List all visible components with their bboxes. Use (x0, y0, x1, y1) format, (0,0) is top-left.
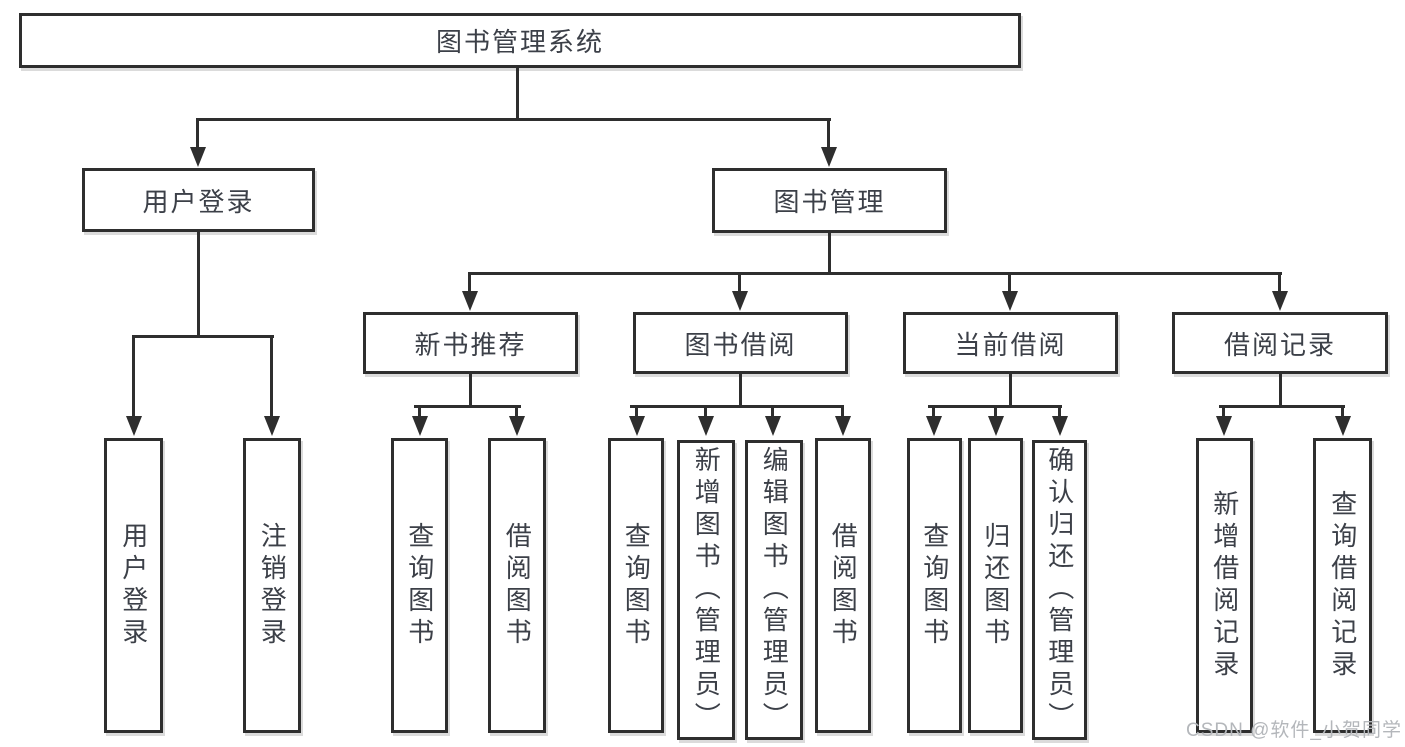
leaf-cur-return-books: 归还图书 (968, 438, 1023, 733)
leaf-logout-label: 注销登录 (257, 521, 288, 650)
leaf-record-query: 查询借阅记录 (1313, 438, 1372, 733)
leaf-bor-borrow-books: 借阅图书 (815, 438, 871, 733)
leaf-rec-borrow-books: 借阅图书 (488, 438, 546, 733)
node-record-label: 借阅记录 (1223, 329, 1336, 360)
arrow-to-current (1002, 272, 1018, 311)
leaf-user-login-label: 用户登录 (118, 521, 149, 650)
arrow-to-leaf-logout (264, 335, 280, 436)
connector-recommend-stem (469, 374, 472, 405)
leaf-bor-query-books-label: 查询图书 (621, 521, 652, 650)
arrow-to-user-login (190, 118, 206, 167)
leaf-cur-query-books: 查询图书 (907, 438, 962, 733)
arrow-cur-return (988, 405, 1004, 436)
leaf-rec-query-books-label: 查询图书 (404, 521, 435, 650)
arrow-bor-add (698, 405, 714, 436)
arrow-rec-query (412, 405, 428, 436)
node-book-mgmt: 图书管理 (712, 168, 947, 233)
arrow-bor-edit (765, 405, 781, 436)
connector-record-split (1219, 405, 1345, 408)
arrow-cur-confirm (1052, 405, 1068, 436)
node-current-label: 当前借阅 (954, 329, 1067, 360)
leaf-cur-confirm-return: 确认归还（管理员） (1032, 440, 1087, 740)
node-user-login: 用户登录 (82, 168, 315, 232)
leaf-user-login: 用户登录 (104, 438, 163, 733)
leaf-record-add-label: 新增借阅记录 (1209, 489, 1240, 682)
node-current: 当前借阅 (903, 312, 1118, 374)
arrow-to-borrow (732, 272, 748, 311)
connector-current-stem (1009, 374, 1012, 405)
connector-recommend-split (414, 405, 521, 408)
connector-root-split (197, 118, 831, 121)
arrow-cur-query (926, 405, 942, 436)
connector-user-split (133, 335, 274, 338)
node-root-label: 图书管理系统 (435, 27, 604, 57)
leaf-record-query-label: 查询借阅记录 (1327, 489, 1358, 682)
arrow-to-leaf-user-login (126, 335, 142, 436)
connector-book-split (469, 272, 1282, 275)
node-root: 图书管理系统 (19, 13, 1021, 68)
arrow-rec2-add (1216, 405, 1232, 436)
leaf-cur-confirm-return-label: 确认归还（管理员） (1044, 446, 1075, 734)
connector-user-stem (197, 232, 200, 335)
leaf-bor-query-books: 查询图书 (608, 438, 664, 733)
leaf-bor-add-books-label: 新增图书（管理员） (691, 446, 722, 734)
arrow-bor-borrow (835, 405, 851, 436)
arrow-to-book-mgmt (821, 118, 837, 167)
connector-root-stem (516, 68, 519, 118)
leaf-bor-borrow-books-label: 借阅图书 (828, 521, 859, 650)
node-book-mgmt-label: 图书管理 (773, 187, 886, 217)
leaf-cur-return-books-label: 归还图书 (980, 521, 1011, 650)
node-borrow: 图书借阅 (633, 312, 848, 374)
connector-borrow-stem (739, 374, 742, 405)
arrow-to-record (1272, 272, 1288, 311)
arrow-bor-query (629, 405, 645, 436)
node-user-login-label: 用户登录 (142, 186, 255, 217)
node-record: 借阅记录 (1172, 312, 1388, 374)
leaf-rec-query-books: 查询图书 (391, 438, 448, 733)
csdn-watermark: CSDN @软件_小贺同学 (1186, 720, 1402, 741)
leaf-cur-query-books-label: 查询图书 (919, 521, 950, 650)
arrow-rec-borrow (509, 405, 525, 436)
node-recommend: 新书推荐 (363, 312, 578, 374)
leaf-bor-edit-books: 编辑图书（管理员） (745, 440, 803, 740)
node-borrow-label: 图书借阅 (684, 329, 797, 360)
leaf-record-add: 新增借阅记录 (1196, 438, 1253, 733)
leaf-logout: 注销登录 (243, 438, 301, 733)
connector-borrow-split (630, 405, 844, 408)
leaf-bor-edit-books-label: 编辑图书（管理员） (759, 446, 790, 734)
connector-record-stem (1279, 374, 1282, 405)
node-recommend-label: 新书推荐 (414, 329, 527, 360)
leaf-rec-borrow-books-label: 借阅图书 (502, 521, 533, 650)
arrow-to-recommend (462, 272, 478, 311)
connector-book-stem (828, 233, 831, 272)
arrow-rec2-query (1335, 405, 1351, 436)
leaf-bor-add-books: 新增图书（管理员） (677, 440, 735, 740)
